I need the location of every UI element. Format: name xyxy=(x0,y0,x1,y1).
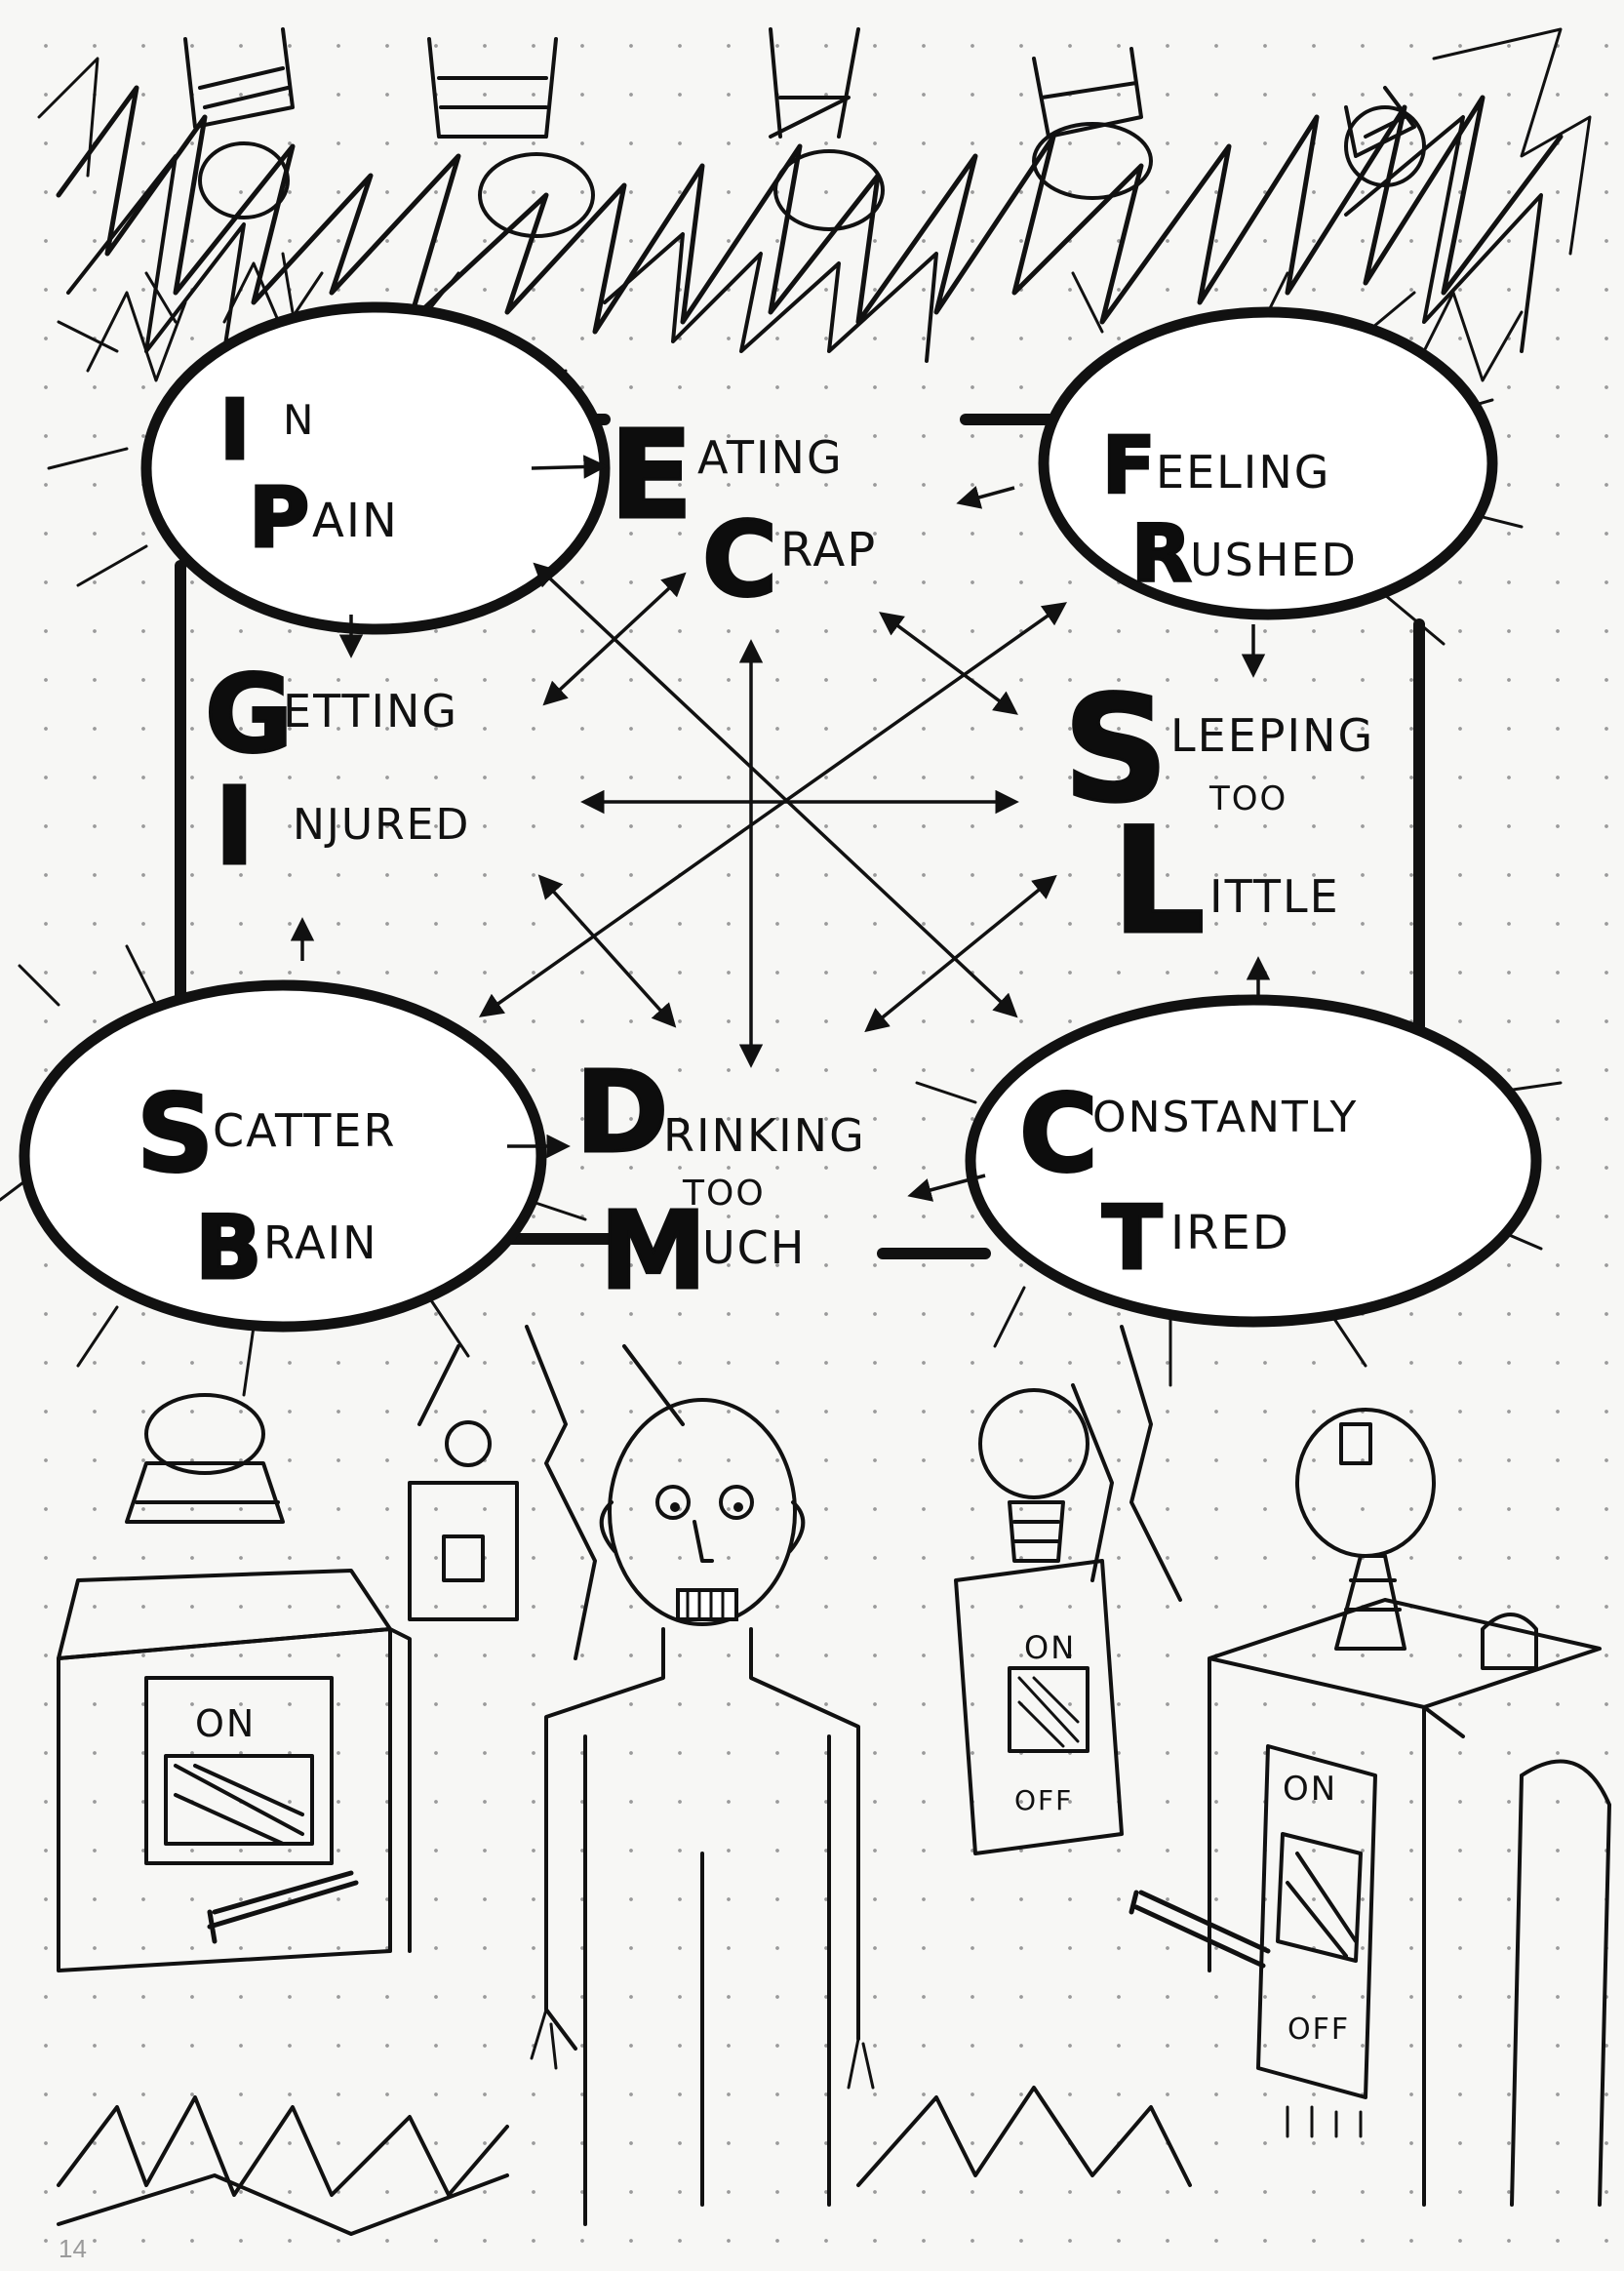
arrow-tired-to-drinking xyxy=(907,1174,986,1202)
label-eating-crap: E ATING C RAP xyxy=(609,404,877,621)
center-machine: ON OFF xyxy=(954,1388,1124,1855)
svg-text:S: S xyxy=(1063,665,1168,835)
bubble-in-pain xyxy=(47,252,611,635)
svg-text:UCH: UCH xyxy=(702,1221,806,1274)
svg-text:T: T xyxy=(1102,1187,1162,1290)
bubble-arrows xyxy=(290,455,1271,1202)
hanging-lamps xyxy=(183,27,1426,238)
svg-text:ETTING: ETTING xyxy=(283,685,458,737)
svg-text:R: R xyxy=(1131,508,1192,599)
label-feeling-rushed: F EELING R USHED xyxy=(1101,419,1358,601)
right-machine: ON OFF xyxy=(1129,1408,1611,2207)
arrow-sleeping-drinking xyxy=(864,874,1057,1033)
cross-arrows xyxy=(478,562,1068,1068)
svg-text:IRED: IRED xyxy=(1170,1206,1290,1260)
arrow-injured-drinking xyxy=(537,874,677,1028)
lamp-1 xyxy=(183,27,295,219)
bubble-constantly-tired xyxy=(915,994,1563,1387)
svg-text:ON: ON xyxy=(1024,1629,1076,1666)
svg-text:P: P xyxy=(249,470,309,567)
svg-text:OFF: OFF xyxy=(1287,2012,1350,2047)
label-getting-injured: G ETTING I NJURED xyxy=(204,651,470,891)
svg-text:OFF: OFF xyxy=(1014,1784,1073,1816)
svg-text:F: F xyxy=(1102,420,1156,511)
label-constantly-tired: C ONSTANTLY T IRED xyxy=(1018,1070,1358,1292)
label-sleeping-too-little: S LEEPING TOO L ITTLE xyxy=(1062,664,1374,969)
svg-text:NJURED: NJURED xyxy=(293,800,470,850)
arrow-rushed-to-eating xyxy=(956,486,1015,509)
svg-text:D: D xyxy=(575,1048,668,1178)
lamp-4 xyxy=(1032,47,1153,200)
svg-text:N: N xyxy=(283,396,315,444)
svg-text:EELING: EELING xyxy=(1156,446,1330,498)
svg-text:RINKING: RINKING xyxy=(663,1109,866,1162)
arrow-crap-injured xyxy=(542,572,687,706)
svg-text:B: B xyxy=(195,1197,262,1299)
arrow-pain-to-eating xyxy=(531,455,608,479)
svg-text:S: S xyxy=(137,1071,214,1196)
svg-text:ATING: ATING xyxy=(697,431,844,484)
svg-text:ON: ON xyxy=(1283,1770,1337,1809)
svg-text:ONSTANTLY: ONSTANTLY xyxy=(1092,1093,1358,1142)
left-machine: ON xyxy=(57,1393,519,1972)
svg-text:C: C xyxy=(1019,1071,1098,1196)
label-drinking-too-much: D RINKING TOO M UCH xyxy=(574,1047,866,1315)
bubble-scatter-brain xyxy=(0,944,587,1397)
svg-text:I: I xyxy=(219,382,251,479)
svg-text:TOO: TOO xyxy=(682,1174,766,1214)
svg-text:M: M xyxy=(600,1188,706,1313)
svg-text:L: L xyxy=(1112,797,1206,967)
arrow-diag-ur-ll xyxy=(478,602,1068,1017)
lamp-2 xyxy=(427,37,595,238)
svg-text:C: C xyxy=(702,500,777,619)
svg-text:AIN: AIN xyxy=(312,494,399,548)
svg-text:RAIN: RAIN xyxy=(263,1216,378,1269)
bottom-scene: ON ON OFF xyxy=(57,1325,1611,2236)
svg-text:I: I xyxy=(215,764,255,889)
svg-text:G: G xyxy=(205,652,293,777)
arrow-diag-ul-lr xyxy=(533,562,1018,1018)
svg-text:ON: ON xyxy=(195,1702,256,1745)
label-scatter-brain: S CATTER B RAIN xyxy=(136,1070,396,1301)
bubble-feeling-rushed xyxy=(1038,271,1524,646)
lamp-3 xyxy=(769,27,885,231)
svg-text:LEEPING: LEEPING xyxy=(1170,709,1374,762)
svg-text:CATTER: CATTER xyxy=(213,1104,396,1157)
arrow-crap-sleeping xyxy=(879,612,1018,715)
lamp-5 xyxy=(1344,86,1426,187)
svg-text:TOO: TOO xyxy=(1208,779,1287,818)
zombie-figure xyxy=(530,1398,875,2226)
svg-text:E: E xyxy=(610,405,693,546)
svg-text:ITTLE: ITTLE xyxy=(1209,870,1340,923)
page-number: 14 xyxy=(59,2234,87,2263)
svg-text:RAP: RAP xyxy=(780,523,877,578)
svg-text:USHED: USHED xyxy=(1190,534,1358,586)
label-in-pain: I N P AIN xyxy=(218,381,399,569)
